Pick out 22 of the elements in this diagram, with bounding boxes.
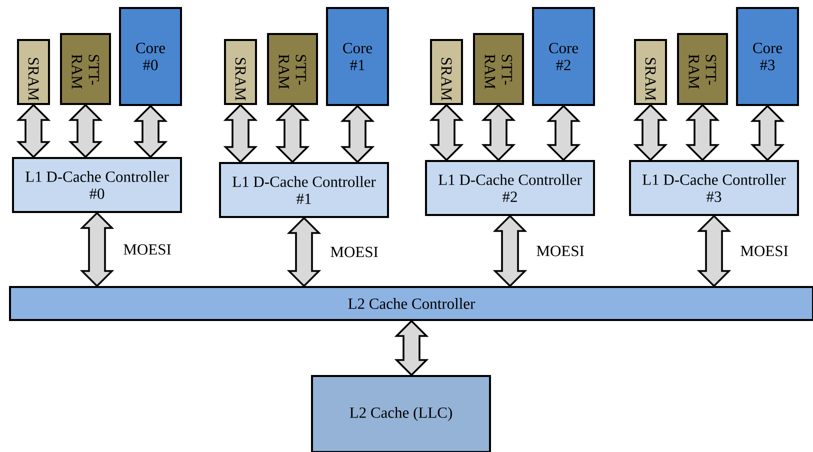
core-box: Core #1 xyxy=(326,7,389,106)
memory-box: SRAM xyxy=(17,39,50,105)
edge-label: MOESI xyxy=(330,246,378,258)
core-box: Core #0 xyxy=(119,7,182,106)
controller-box: L1 D-Cache Controller #1 xyxy=(219,162,389,218)
controller-box: L1 D-Cache Controller #3 xyxy=(629,160,799,216)
cache-box: L2 Cache (LLC) xyxy=(311,375,491,452)
edge-label: MOESI xyxy=(124,244,171,255)
memory-box: SRAM xyxy=(430,39,463,105)
memory-box: STT-RAM xyxy=(677,33,728,105)
memory-box: STT-RAM xyxy=(473,33,524,105)
controller-bar: L2 Cache Controller xyxy=(9,286,813,321)
core-box: Core #2 xyxy=(532,7,595,106)
edge-label: MOESI xyxy=(536,246,584,256)
memory-box: STT-RAM xyxy=(267,33,318,105)
edge-label: MOESI xyxy=(740,246,788,256)
memory-box: STT-RAM xyxy=(60,33,111,105)
controller-box: L1 D-Cache Controller #2 xyxy=(425,160,595,216)
core-box: Core #3 xyxy=(736,7,799,106)
controller-box: L1 D-Cache Controller #0 xyxy=(12,157,182,213)
memory-box: SRAM xyxy=(634,39,667,105)
memory-box: SRAM xyxy=(224,39,257,105)
